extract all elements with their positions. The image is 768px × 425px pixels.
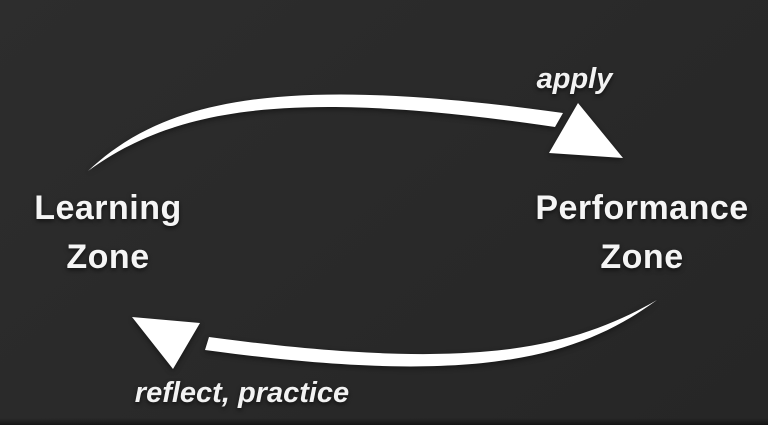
reflect-arrowhead bbox=[132, 317, 200, 369]
apply-arrowhead bbox=[549, 103, 623, 158]
apply-arrow-shaft bbox=[88, 94, 563, 171]
performance-zone-line1: Performance bbox=[535, 189, 749, 227]
learning-zone-line1: Learning bbox=[34, 189, 182, 227]
learning-zone-line2: Zone bbox=[66, 238, 150, 276]
reflect-arrow-shaft bbox=[205, 300, 657, 367]
apply-arrow bbox=[88, 94, 623, 171]
reflect-practice-arrow-label: reflect, practice bbox=[134, 377, 350, 409]
performance-zone-line2: Zone bbox=[600, 238, 684, 276]
learning-zone-label: Learning Zone bbox=[8, 184, 208, 282]
performance-zone-label: Performance Zone bbox=[518, 184, 766, 282]
reflect-arrow bbox=[132, 300, 657, 369]
apply-arrow-label: apply bbox=[536, 63, 613, 95]
